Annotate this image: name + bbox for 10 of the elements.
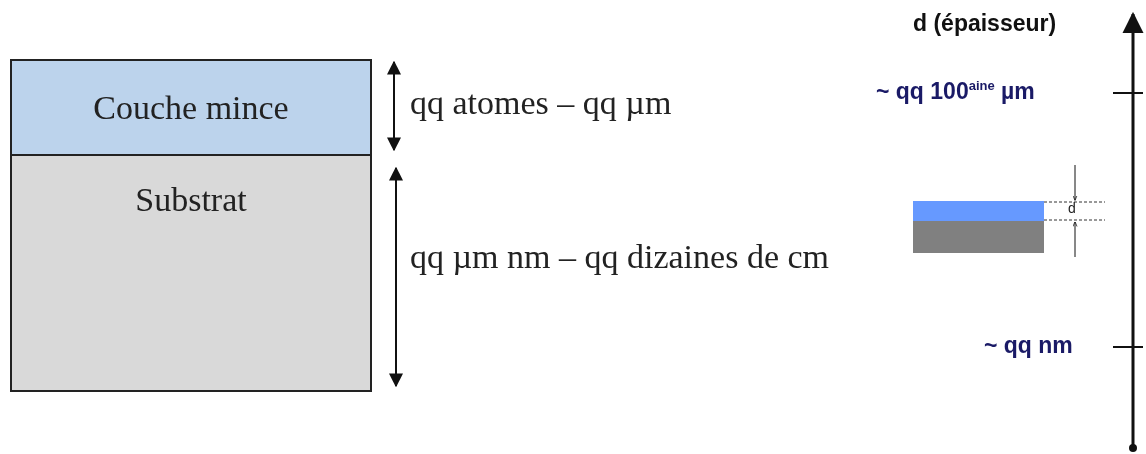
substrate-box xyxy=(10,154,372,392)
layer-name: Substrat xyxy=(135,181,247,219)
tick-label: ~ qq 100$^{aine}$ µm xyxy=(876,78,1035,105)
dimension-label: qq µm nm – qq dizaines de cm xyxy=(410,238,829,276)
axis-title: d (épaisseur) xyxy=(913,10,1057,37)
dimension-label: qq atomes – qq µm xyxy=(410,84,672,122)
tick-label: ~ qq nm xyxy=(984,332,1073,359)
layer-name: Couche mince xyxy=(93,89,289,127)
dimension-label: d xyxy=(1068,200,1076,216)
thin-layer-box xyxy=(10,59,372,156)
